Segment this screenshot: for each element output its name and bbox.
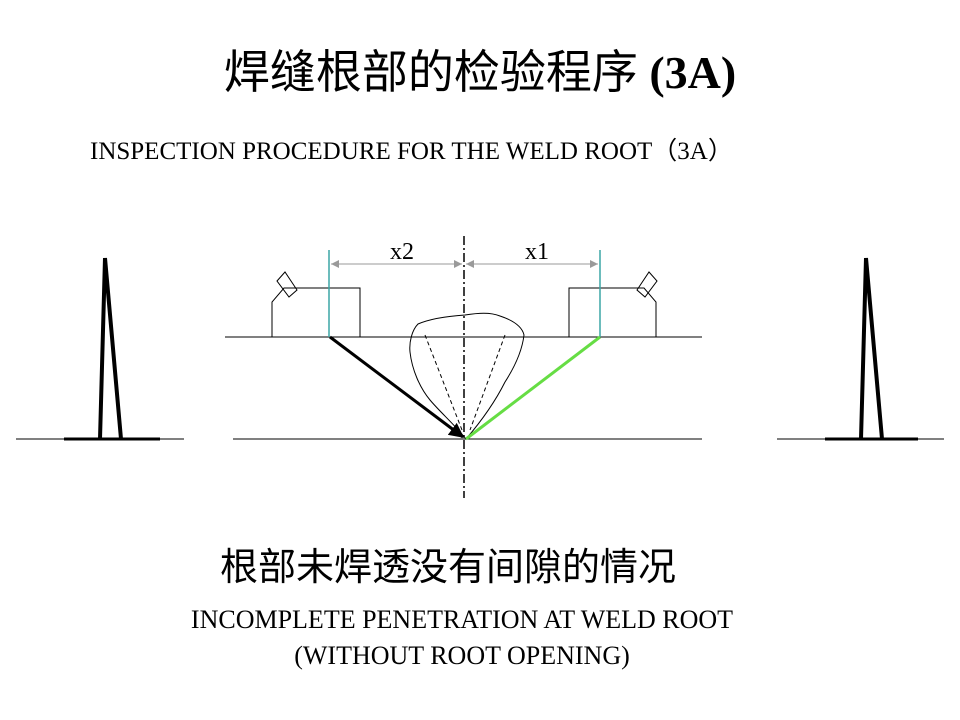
left-ascan-display [16,257,184,441]
page-subtitle: INSPECTION PROCEDURE FOR THE WELD ROOT（3… [90,138,733,165]
left-probe-body [271,287,361,337]
right-beam-path [465,335,601,441]
right-probe [568,271,658,337]
x2-label: x2 [390,239,414,265]
x1-label: x1 [525,239,549,265]
left-beam-path [329,335,465,439]
caption-english-line1: INCOMPLETE PENETRATION AT WELD ROOT [190,605,734,634]
right-ascan-display [777,257,944,441]
right-ascan-echo-peak [859,257,884,440]
left-probe [271,271,361,337]
title-chinese: 焊缝根部的检验程序 [223,45,638,99]
caption-chinese: 根部未焊透没有间隙的情况 [219,545,676,589]
caption-english: INCOMPLETE PENETRATION AT WELD ROOT (WIT… [0,602,924,674]
weld-fusion-line-left [424,334,463,431]
weld-fusion-line-right [469,334,506,431]
right-probe-body [568,287,657,337]
title-code: (3A) [649,47,737,98]
caption-english-line2: (WITHOUT ROOT OPENING) [294,641,630,670]
weld-bead-outline [409,312,525,440]
page-title: 焊缝根部的检验程序 (3A) [0,42,960,103]
left-probe-connector [276,271,298,298]
left-ascan-echo-peak [98,257,123,440]
right-probe-connector [636,271,658,298]
